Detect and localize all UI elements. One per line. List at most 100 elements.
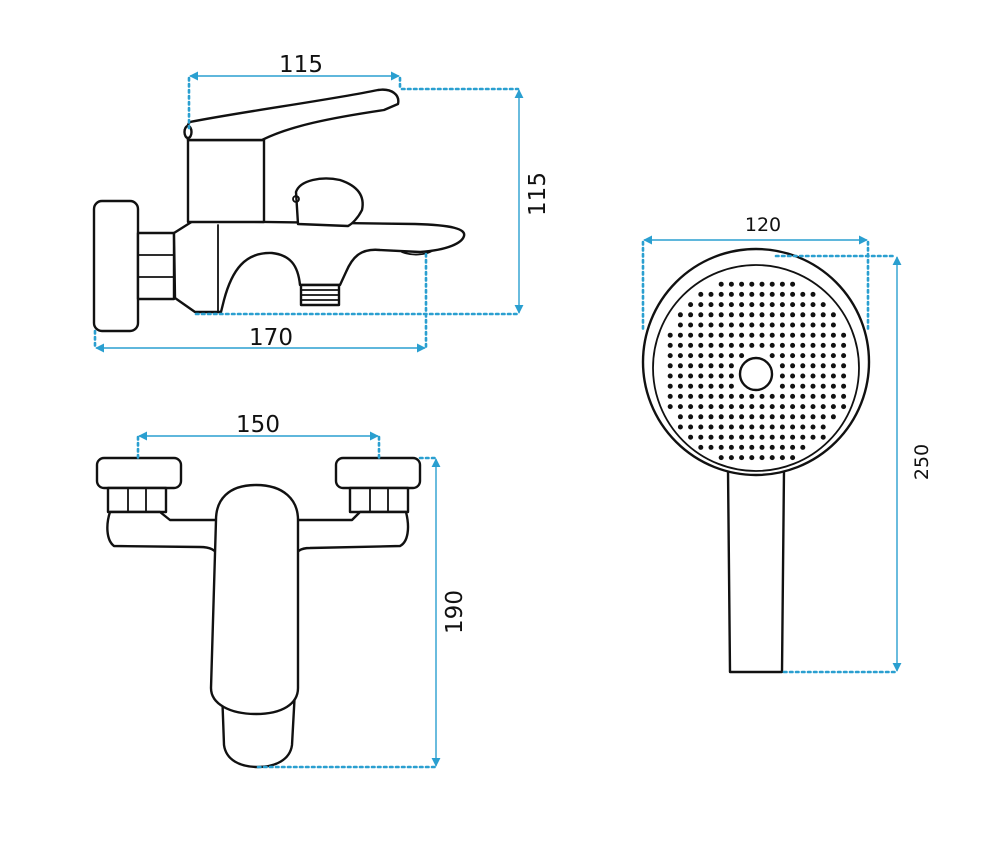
mixer-body: [172, 219, 466, 314]
nozzle-dot: [820, 434, 826, 440]
nozzle-dot: [800, 383, 806, 389]
nozzle-dot: [728, 393, 734, 399]
nozzle-dot: [810, 393, 816, 399]
nozzle-dot: [759, 455, 765, 461]
nozzle-dot: [728, 434, 734, 440]
nozzle-dot: [698, 363, 704, 369]
nozzle-dot: [677, 312, 683, 318]
dim-label-connector-spacing: 150: [236, 412, 280, 438]
nozzle-dot: [718, 312, 724, 318]
nozzle-dot: [830, 353, 836, 359]
dim-label-head-diameter: 120: [745, 214, 781, 236]
nozzle-dot: [728, 342, 734, 348]
nozzle-dot: [698, 434, 704, 440]
nozzle-dot: [667, 363, 673, 369]
nozzle-dot: [790, 414, 796, 420]
shower-handle: [726, 468, 786, 674]
nozzle-dot: [820, 414, 826, 420]
nozzle-dot: [708, 444, 714, 450]
dim-label-shower-length: 250: [911, 444, 933, 480]
nozzle-dot: [810, 322, 816, 328]
nozzle-dot: [779, 342, 785, 348]
nozzle-dot: [769, 332, 775, 338]
nozzle-dot: [728, 414, 734, 420]
nozzle-dot: [800, 322, 806, 328]
nozzle-dot: [728, 312, 734, 318]
center-button: [738, 356, 774, 392]
nozzle-dot: [810, 342, 816, 348]
left-connector-cap: [95, 456, 183, 490]
nozzle-dot: [790, 455, 796, 461]
nozzle-dot: [688, 342, 694, 348]
nozzle-dot: [749, 332, 755, 338]
nozzle-dot: [830, 363, 836, 369]
nozzle-dot: [810, 363, 816, 369]
nozzle-dot: [820, 424, 826, 430]
nozzle-dot: [688, 424, 694, 430]
nozzle-dot: [718, 393, 724, 399]
nozzle-dot: [749, 302, 755, 308]
nozzle-dot: [800, 373, 806, 379]
nozzle-dot: [708, 302, 714, 308]
nozzle-dot: [728, 332, 734, 338]
nozzle-dot: [810, 302, 816, 308]
nozzle-dot: [728, 373, 734, 379]
nozzle-dot: [779, 332, 785, 338]
nozzle-dot: [698, 424, 704, 430]
nozzle-dot: [739, 332, 745, 338]
nozzle-dot: [749, 312, 755, 318]
dim-label-height: 115: [525, 172, 551, 216]
nozzle-dot: [779, 353, 785, 359]
nozzle-dot: [830, 322, 836, 328]
nozzle-dot: [810, 312, 816, 318]
nozzle-dot: [810, 404, 816, 410]
nozzle-dot: [759, 424, 765, 430]
nozzle-dot: [810, 353, 816, 359]
nozzle-dot: [718, 342, 724, 348]
nozzle-dot: [698, 291, 704, 297]
nozzle-dot: [718, 302, 724, 308]
nozzle-dot: [830, 393, 836, 399]
nozzle-dot: [688, 373, 694, 379]
lever-body: [209, 483, 300, 716]
nozzle-dot: [677, 414, 683, 420]
nozzle-dot: [759, 322, 765, 328]
nozzle-dot: [759, 404, 765, 410]
nozzle-dot: [667, 373, 673, 379]
nozzle-dot: [769, 444, 775, 450]
nozzle-dot: [779, 393, 785, 399]
nozzle-dot: [830, 342, 836, 348]
nozzle-dot: [790, 363, 796, 369]
nozzle-dot: [728, 363, 734, 369]
nozzle-dot: [688, 393, 694, 399]
nozzle-dot: [779, 291, 785, 297]
nozzle-dot: [800, 312, 806, 318]
nozzle-dot: [800, 404, 806, 410]
nozzle-dot: [769, 281, 775, 287]
nozzle-dot: [769, 302, 775, 308]
nozzle-dot: [698, 414, 704, 420]
side-view: 115 115 170: [92, 52, 551, 353]
nozzle-dot: [830, 414, 836, 420]
nozzle-dot: [728, 291, 734, 297]
nozzle-dot: [779, 363, 785, 369]
nozzle-dot: [769, 434, 775, 440]
nozzle-dot: [790, 291, 796, 297]
nozzle-dot: [677, 363, 683, 369]
right-connector-cap: [334, 456, 422, 490]
nozzle-dot: [779, 414, 785, 420]
nozzle-dot: [759, 312, 765, 318]
nozzle-dot: [779, 455, 785, 461]
nozzle-dot: [790, 434, 796, 440]
nozzle-dot: [810, 332, 816, 338]
nozzle-dot: [779, 373, 785, 379]
nozzle-dot: [800, 353, 806, 359]
hand-shower: 120 250: [641, 214, 933, 674]
nozzle-dot: [698, 373, 704, 379]
nozzle-dot: [739, 455, 745, 461]
nozzle-dot: [800, 302, 806, 308]
dim-label-handle-width: 115: [279, 52, 323, 78]
cartridge-column: [186, 138, 266, 224]
nozzle-dot: [820, 302, 826, 308]
nozzle-dot: [728, 424, 734, 430]
